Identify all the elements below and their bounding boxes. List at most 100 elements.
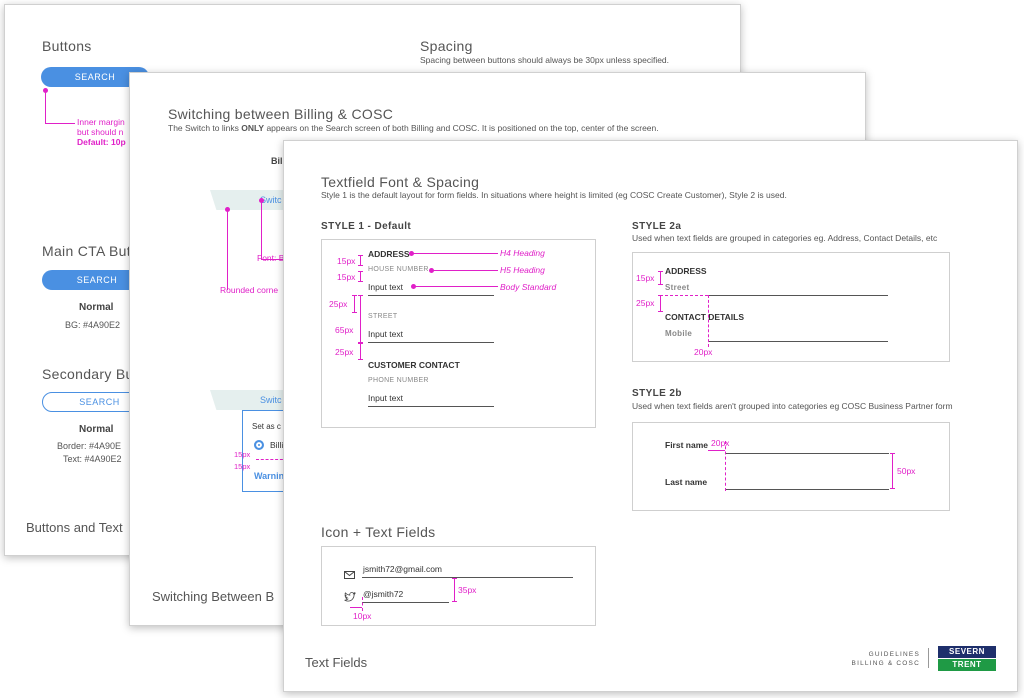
twitter-underline	[362, 602, 449, 603]
annotation-line	[45, 123, 75, 124]
email-icon	[344, 566, 355, 579]
address-heading: ADDRESS	[368, 249, 410, 259]
secondary-border-label: Border: #4A90E	[57, 441, 122, 451]
input-underline	[368, 406, 494, 407]
switch-tab-shape[interactable]	[210, 190, 290, 210]
style2b-description: Used when text fields aren't grouped int…	[632, 401, 953, 411]
main-cta-title: Main CTA But	[42, 243, 131, 259]
switching-description: The Switch to links ONLY appears on the …	[168, 123, 659, 133]
annotation-line	[45, 91, 46, 124]
textfield-title: Textfield Font & Spacing	[321, 174, 480, 190]
spacing-50px: 50px	[897, 466, 916, 476]
search-button[interactable]: SEARCH	[41, 67, 149, 87]
spacing-title: Spacing	[420, 38, 473, 54]
last-name-label: Last name	[665, 477, 708, 487]
spacing-guide	[362, 597, 363, 611]
street-underline	[708, 295, 888, 296]
font-note: Font: B	[257, 253, 285, 263]
house-number-input[interactable]: Input text	[368, 282, 403, 292]
billing-partial: Bil	[271, 156, 283, 166]
switch-tab-shape-2[interactable]	[210, 390, 290, 410]
phone-number-input[interactable]: Input text	[368, 393, 403, 403]
icon-text-title: Icon + Text Fields	[321, 524, 436, 540]
street-input[interactable]: Input text	[368, 329, 403, 339]
brand-divider	[928, 648, 929, 668]
house-number-label: HOUSE NUMBER	[368, 266, 429, 273]
switch-tab-label: Switc	[260, 195, 282, 205]
spacing-bracket	[358, 295, 365, 343]
style2b-title: STYLE 2b	[632, 388, 682, 399]
last-name-underline	[725, 489, 889, 490]
spacing-guide	[725, 441, 726, 491]
spacing-20px-2a: 20px	[694, 347, 713, 357]
sheet-footer: Text Fields	[305, 655, 368, 670]
spacing-bracket	[658, 271, 665, 285]
spacing-bracket	[890, 453, 897, 489]
spacing-15px-2: 15px	[337, 272, 356, 282]
warning-label: Warnin	[254, 471, 285, 481]
severn-trent-logo: SEVERN TRENT	[938, 646, 996, 671]
textfield-description: Style 1 is the default layout for form f…	[321, 190, 787, 200]
annotation-dot	[429, 268, 434, 273]
spacing-20px-2b: 20px	[711, 438, 730, 448]
annotation-dot	[411, 284, 416, 289]
secondary-text-label: Text: #4A90E2	[63, 454, 122, 464]
annotation-line	[227, 210, 228, 290]
spacing-bracket	[658, 295, 665, 312]
inner-margin-note: Inner margin	[77, 117, 125, 127]
mobile-field-label: Mobile	[665, 329, 693, 338]
street-field-label: Street	[665, 283, 690, 292]
spacing-10px: 10px	[353, 611, 372, 621]
mobile-underline	[708, 341, 888, 342]
spacing-15px-2: 15px	[234, 462, 251, 471]
desc-text: The Switch to links	[168, 123, 242, 133]
spacing-bracket	[452, 578, 459, 602]
annotation-line	[432, 270, 498, 271]
spacing-25px: 25px	[329, 299, 348, 309]
sheet-footer: Switching Between B	[152, 589, 275, 604]
main-cta-search-button[interactable]: SEARCH	[42, 270, 152, 290]
spacing-guide	[708, 450, 725, 451]
billing-radio[interactable]	[254, 440, 264, 450]
body-standard-note: Body Standard	[500, 282, 557, 292]
annotation-line	[414, 286, 498, 287]
spacing-bracket	[358, 343, 365, 360]
phone-number-label: PHONE NUMBER	[368, 377, 429, 384]
annotation-dot	[259, 198, 264, 203]
style2b-panel	[632, 422, 950, 511]
spacing-bracket	[358, 271, 365, 282]
annotation-dot	[225, 207, 230, 212]
street-label: STREET	[368, 313, 398, 320]
spacing-35px: 35px	[458, 585, 477, 595]
contact-details-heading: CONTACT DETAILS	[665, 312, 745, 322]
spacing-bracket	[358, 255, 365, 266]
inner-margin-default: Default: 10p	[77, 137, 126, 147]
textfield-guideline-sheet: Textfield Font & Spacing Style 1 is the …	[283, 140, 1018, 692]
address-heading-2a: ADDRESS	[665, 266, 707, 276]
spacing-65px: 65px	[335, 325, 354, 335]
twitter-input[interactable]: @jsmith72	[363, 589, 404, 599]
spacing-25px-2: 25px	[335, 347, 354, 357]
spacing-15px: 15px	[234, 450, 251, 459]
desc-bold: ONLY	[241, 123, 265, 133]
first-name-label: First name	[665, 440, 708, 450]
style1-title: STYLE 1 - Default	[321, 221, 412, 232]
input-underline	[368, 295, 494, 296]
logo-bottom: TRENT	[938, 659, 996, 671]
billing-radio-label: Billi	[270, 440, 284, 450]
annotation-line	[412, 253, 498, 254]
secondary-title: Secondary Bu	[42, 366, 134, 382]
spacing-bracket	[352, 295, 359, 313]
email-input[interactable]: jsmith72@gmail.com	[363, 564, 443, 574]
switching-title: Switching between Billing & COSC	[168, 106, 394, 122]
brand-billing-cosc: BILLING & COSC	[851, 660, 920, 667]
main-cta-bg-label: BG: #4A90E2	[65, 320, 121, 330]
rounded-corners-note: Rounded corne	[220, 285, 279, 295]
spacing-guide	[660, 295, 708, 296]
email-underline	[362, 577, 573, 578]
spacing-description: Spacing between buttons should always be…	[420, 55, 670, 65]
spacing-15px-2a: 15px	[636, 273, 655, 283]
switch-tab-label-2: Switc	[260, 395, 282, 405]
main-cta-normal-label: Normal	[79, 302, 114, 313]
twitter-icon	[344, 589, 356, 602]
